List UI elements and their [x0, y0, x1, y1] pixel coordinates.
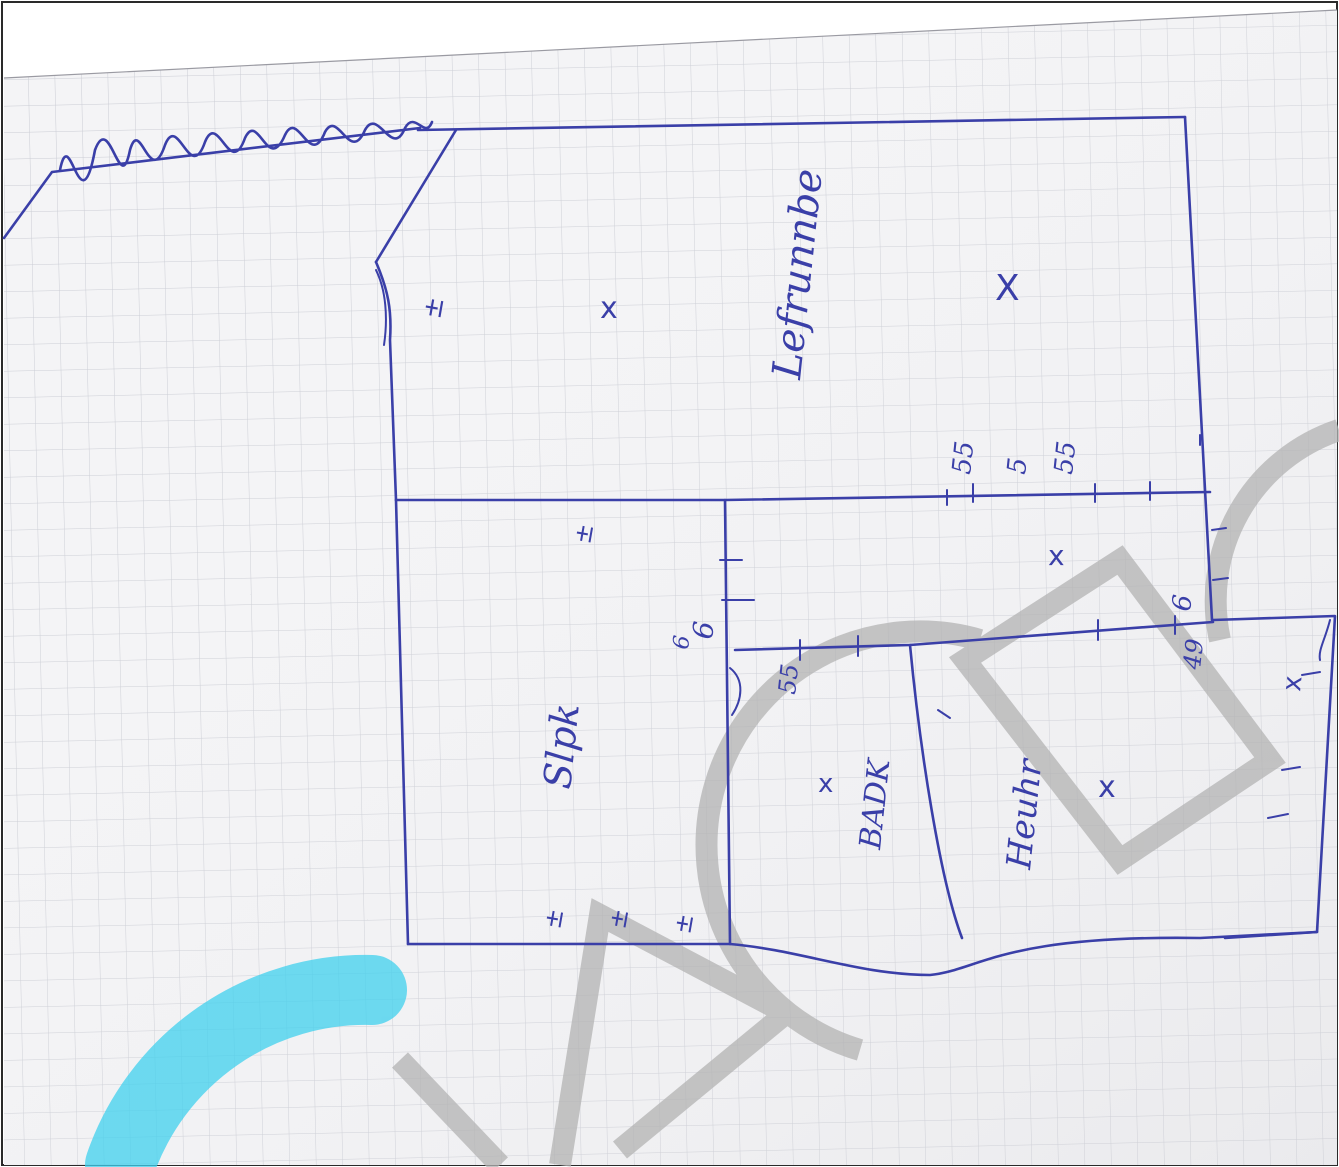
room-marker: x [1098, 770, 1116, 805]
measure-label: 49 [1178, 637, 1209, 671]
measure-label: 6 [669, 634, 695, 651]
room-marker: x [1277, 674, 1308, 692]
graph-paper [3, 9, 1338, 1165]
room-marker: X [995, 268, 1020, 309]
watermark-cyan-arc [85, 954, 407, 1167]
wall-right-lower [1211, 614, 1337, 940]
wall-bedroom-right [723, 498, 732, 946]
wall-left-upper [374, 260, 398, 502]
wall-bottom [406, 930, 1319, 977]
wall-bath-kitchen [908, 643, 964, 940]
wall-outlet-icon: ± [603, 906, 634, 931]
tick-marks [719, 434, 1321, 819]
room-marker: x [600, 291, 618, 326]
measure-label: 6 [686, 620, 721, 641]
measure-label: 55 [773, 662, 804, 695]
watermark-o-shape [1204, 419, 1339, 643]
wall-outlet-icon: ± [568, 521, 599, 546]
wall-outlet-icon: ± [538, 906, 569, 931]
room-marker: x [818, 769, 833, 799]
wall-outlet-icon: ± [417, 295, 450, 322]
measurements: 55 5 55 6 6 55 49 6 [669, 440, 1209, 696]
measure-label: 55 [947, 440, 980, 476]
wall-top [416, 115, 1187, 132]
watermark [85, 419, 1339, 1167]
watermark-a-left [392, 1052, 508, 1167]
radiator-zigzag-icon [2, 120, 434, 240]
room-marker: x [1048, 539, 1065, 572]
wall-left-lower [394, 498, 410, 946]
watermark-e-shape [948, 545, 1286, 875]
label-bedroom: Slpk [535, 701, 588, 791]
wall-diagonal [374, 128, 458, 264]
measure-label: 55 [1049, 440, 1082, 476]
room-markers: x X x x x x [600, 268, 1309, 805]
wall-outlet-icon: ± [668, 911, 699, 936]
measure-label: 6 [1167, 593, 1199, 613]
watermark-c-shape [695, 620, 984, 1061]
watermark-a-shape [549, 898, 786, 1167]
floor-plan: ± ± ± ± ± [2, 115, 1337, 977]
measure-label: 5 [1002, 456, 1034, 476]
wall-right-upper [1183, 115, 1214, 622]
